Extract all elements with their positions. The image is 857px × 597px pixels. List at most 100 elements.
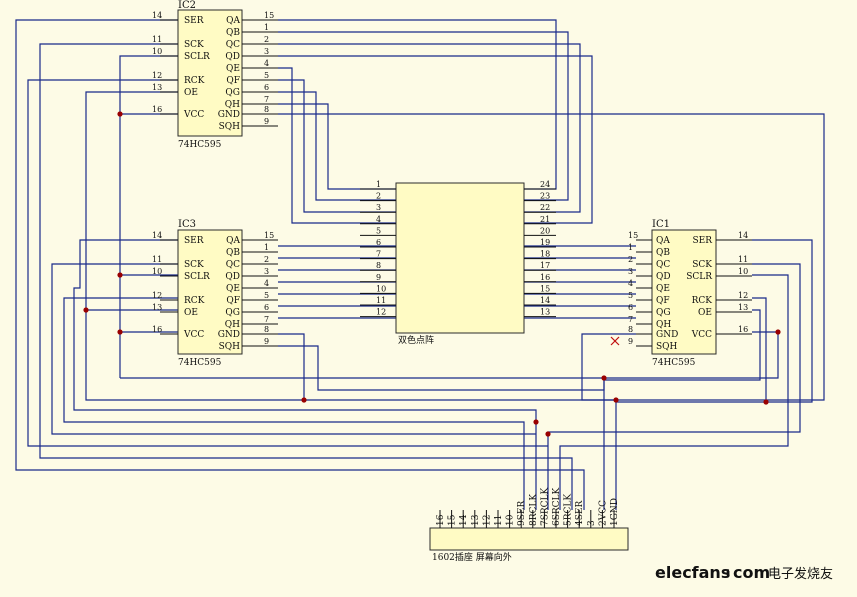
pin-label: QD <box>656 272 671 282</box>
pin-label: QF <box>226 296 240 306</box>
chip-body <box>651 229 717 355</box>
pin-number: 18 <box>540 250 550 259</box>
pin-label: RCK <box>184 296 205 306</box>
chip-body <box>177 9 243 137</box>
pin-label: VCC <box>183 330 204 340</box>
pin-number: 8 <box>628 325 633 334</box>
pin-label: QD <box>225 272 240 282</box>
wire <box>278 113 825 401</box>
pin-number: 5 <box>264 71 269 80</box>
wire <box>85 91 304 401</box>
watermark-dot: · <box>725 563 731 582</box>
pin-number: 7 <box>264 315 269 324</box>
pin-number: 10 <box>376 284 386 293</box>
connector-label: 1602插座 屏幕向外 <box>432 551 512 563</box>
pin-number: 12 <box>738 291 748 300</box>
pin-number: 13 <box>540 308 550 317</box>
junction-dot <box>613 397 619 403</box>
pin-label: QG <box>225 88 240 98</box>
pin-label: VCC <box>691 330 712 340</box>
connector-pin-label: 14 <box>459 514 469 526</box>
pin-number: 5 <box>376 226 381 235</box>
pin-number: 20 <box>540 226 550 235</box>
pin-number: 12 <box>376 308 386 317</box>
wire <box>73 239 537 510</box>
pin-number: 16 <box>540 273 550 282</box>
connector-pin-label: 4SER <box>575 501 585 526</box>
pin-number: 11 <box>152 255 162 264</box>
pin-label: QG <box>225 308 240 318</box>
pin-label: QD <box>225 52 240 62</box>
matrix-body <box>395 182 525 334</box>
wires <box>15 19 825 510</box>
pin-number: 13 <box>738 303 748 312</box>
pin-number: 7 <box>376 250 381 259</box>
wire <box>559 274 789 510</box>
pin-number: 3 <box>376 203 381 212</box>
pin-label: QC <box>226 40 240 50</box>
pin-label: QB <box>226 28 240 38</box>
chip-body <box>177 229 243 355</box>
pin-number: 9 <box>628 337 633 346</box>
pin-number: 15 <box>264 231 274 240</box>
pin-label: VCC <box>183 110 204 120</box>
watermark-logo: elecfans · com 电子发烧友 <box>655 563 833 582</box>
pin-number: 7 <box>628 315 633 324</box>
chip-part: 74HC595 <box>178 140 222 150</box>
junction-dot <box>775 329 781 335</box>
wire <box>39 43 573 510</box>
connector-pin-label: 12 <box>482 515 492 526</box>
pin-number: 1 <box>376 180 381 189</box>
pin-number: 4 <box>376 215 381 224</box>
junction-dot <box>117 272 123 278</box>
pin-number: 13 <box>152 303 162 312</box>
pin-label: SER <box>184 236 204 246</box>
pin-number: 16 <box>152 105 162 114</box>
pin-label: SQH <box>219 122 241 132</box>
wire <box>752 297 767 402</box>
junction-dot <box>763 399 769 405</box>
pin-number: 2 <box>376 192 381 201</box>
pin-number: 14 <box>540 296 550 305</box>
pin-number: 16 <box>152 325 162 334</box>
connector-pin-label: 13 <box>471 514 481 526</box>
pin-label: QH <box>656 320 671 330</box>
pin-label: SER <box>692 236 712 246</box>
pin-label: OE <box>184 308 198 318</box>
pin-label: SCK <box>184 40 204 50</box>
pin-number: 2 <box>264 35 269 44</box>
pin-number: 15 <box>628 231 638 240</box>
pin-label: SCLR <box>686 272 712 282</box>
pin-number: 8 <box>376 261 381 270</box>
chip-ic1: IC1 74HC595 QA15QB1QC2QD3QE4QF5QG6QH7GND… <box>628 219 752 368</box>
pin-label: SCK <box>184 260 204 270</box>
connector-pin-label: 9SER <box>517 501 527 526</box>
pin-number: 3 <box>628 267 633 276</box>
pin-label: QH <box>225 100 240 110</box>
pin-label: GND <box>656 330 678 340</box>
pin-number: 10 <box>738 267 748 276</box>
connector-pin-label: 3 <box>587 520 597 526</box>
pin-label: QG <box>656 308 671 318</box>
connector-pin-label: 6SRCLK <box>552 487 562 526</box>
junction-dot <box>545 431 551 437</box>
connector-pin-label: 10 <box>506 514 516 526</box>
pin-label: QC <box>226 260 240 270</box>
chip-ic2: IC2 74HC595 SER14SCK11SCLR10RCK12OE13VCC… <box>152 0 278 150</box>
pin-label: SCK <box>692 260 712 270</box>
pin-number: 3 <box>264 267 269 276</box>
connector-pin-label: 7SRCLK <box>540 487 550 526</box>
pin-number: 6 <box>264 83 269 92</box>
connector-pin-label: 1GND <box>610 498 620 526</box>
pin-label: SCLR <box>184 52 210 62</box>
pin-number: 1 <box>264 243 269 252</box>
pin-number: 10 <box>152 47 162 56</box>
pin-number: 12 <box>152 71 162 80</box>
wire <box>616 239 813 403</box>
pin-number: 1 <box>264 23 269 32</box>
wire <box>278 79 396 213</box>
pin-number: 4 <box>264 59 269 68</box>
junction-dot <box>533 419 539 425</box>
pin-number: 9 <box>376 273 381 282</box>
connector-pin-label: 15 <box>448 514 458 526</box>
